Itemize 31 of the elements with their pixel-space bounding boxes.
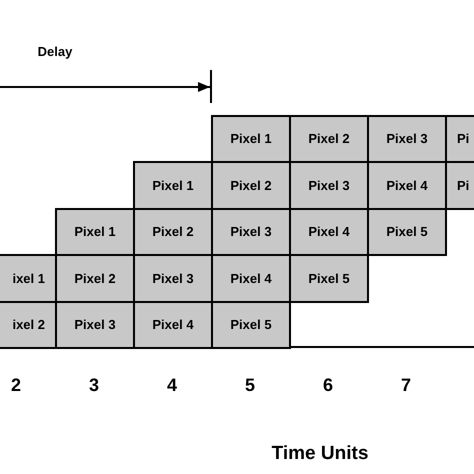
pixel-cell: ixel 1 — [0, 254, 57, 303]
pixel-cell: Pixel 3 — [133, 254, 213, 303]
pixel-cell: Pixel 1 — [211, 115, 291, 164]
dimension-label: Delay — [38, 43, 72, 61]
pixel-cell: Pixel 3 — [55, 300, 135, 349]
pixel-cell: Pi — [445, 115, 474, 164]
tick-label: 3 — [89, 374, 99, 397]
pixel-cell: Pixel 4 — [133, 300, 213, 349]
pixel-cell: Pixel 5 — [211, 300, 291, 349]
pixel-cell: Pixel 2 — [55, 254, 135, 303]
tick-label: 4 — [167, 374, 177, 397]
pixel-cell: ixel 2 — [0, 300, 57, 349]
pixel-cell: Pixel 4 — [211, 254, 291, 303]
pixel-cell: Pixel 3 — [289, 161, 369, 210]
tick-label: 7 — [401, 374, 411, 397]
pixel-cell: Pixel 5 — [367, 208, 447, 256]
pixel-cell: Pixel 5 — [289, 254, 369, 303]
pixel-cell: Pixel 3 — [367, 115, 447, 164]
pixel-cell: Pixel 4 — [289, 208, 369, 256]
pixel-cell: Pixel 2 — [211, 161, 291, 210]
tick-label: 2 — [11, 374, 21, 397]
pixel-cell: Pixel 2 — [133, 208, 213, 256]
tick-label: 5 — [245, 374, 255, 397]
axis-title: Time Units — [272, 442, 368, 466]
pixel-cell: Pi — [445, 161, 474, 210]
pixel-cell: Pixel 3 — [211, 208, 291, 256]
pixel-cell: Pixel 4 — [367, 161, 447, 210]
tick-label: 6 — [323, 374, 333, 397]
pixel-cell: Pixel 1 — [55, 208, 135, 256]
pixel-cell: Pixel 2 — [289, 115, 369, 164]
pixel-cell: Pixel 1 — [133, 161, 213, 210]
